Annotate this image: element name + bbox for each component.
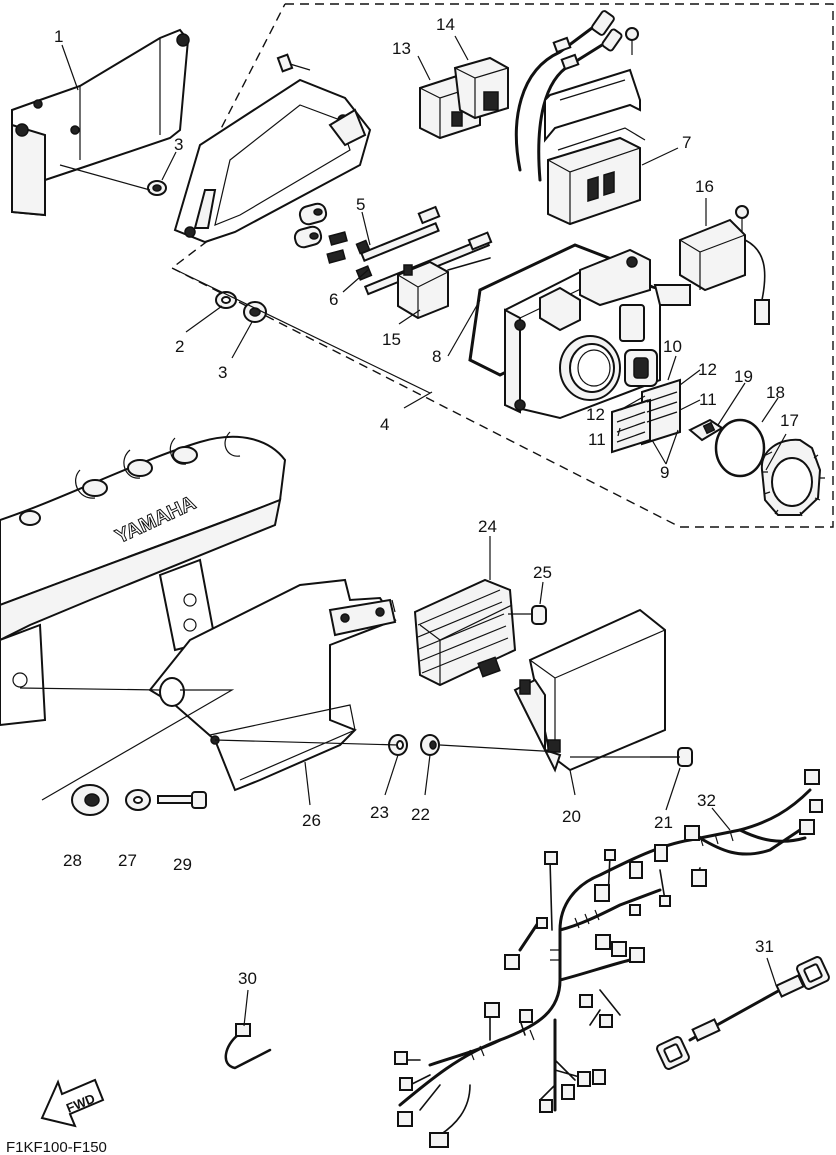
label-10: 10 — [663, 337, 682, 356]
label-7: 7 — [682, 133, 691, 152]
part-26-bracket — [148, 578, 397, 792]
label-3-lower: 3 — [218, 363, 227, 382]
part-4-base-plate — [173, 78, 372, 244]
label-27: 27 — [118, 851, 137, 870]
part-32-wire-harness — [394, 769, 823, 1148]
label-11-left: 11 — [588, 430, 606, 449]
part-29-bolt — [157, 791, 207, 809]
label-26: 26 — [302, 811, 321, 830]
part-31-cable — [656, 956, 830, 1070]
label-32: 32 — [697, 791, 716, 810]
label-28: 28 — [63, 851, 82, 870]
label-23: 23 — [370, 803, 389, 822]
label-8: 8 — [432, 347, 441, 366]
label-1: 1 — [54, 27, 63, 46]
label-21: 21 — [654, 813, 673, 832]
label-11-right: 11 — [699, 390, 717, 409]
part-1-bracket — [11, 28, 190, 217]
label-12-left: 12 — [586, 405, 605, 424]
part-27-collar — [125, 789, 151, 811]
label-29: 29 — [173, 855, 192, 874]
diagram-code: F1KF100-F150 — [6, 1139, 107, 1155]
label-2: 2 — [175, 337, 184, 356]
part-18-o-ring — [714, 418, 766, 478]
part-30-clip — [224, 1023, 272, 1070]
label-19: 19 — [734, 367, 753, 386]
part-coupler — [619, 304, 658, 387]
label-24: 24 — [478, 517, 497, 536]
part-14-relay — [453, 56, 509, 120]
part-24-rectifier — [413, 578, 517, 687]
part-28-grommet — [71, 784, 109, 816]
label-22: 22 — [411, 805, 430, 824]
label-5: 5 — [356, 195, 365, 214]
part-screw-plate — [276, 53, 311, 73]
part-clamp-frame — [544, 68, 641, 143]
part-3-nut-lower — [243, 301, 267, 323]
label-13: 13 — [392, 39, 411, 58]
label-9: 9 — [660, 463, 669, 482]
harness-top-wires — [514, 10, 623, 182]
part-grommets-plate — [293, 202, 328, 249]
label-16: 16 — [695, 177, 714, 196]
label-31: 31 — [755, 937, 774, 956]
part-bolts-small — [326, 231, 348, 264]
label-25: 25 — [533, 563, 552, 582]
label-14: 14 — [436, 15, 455, 34]
fwd-direction-arrow: FWD — [40, 1078, 105, 1128]
label-15: 15 — [382, 330, 401, 349]
part-25-bolt — [508, 605, 547, 625]
part-3-nut-upper — [147, 180, 167, 196]
label-3-upper: 3 — [174, 135, 183, 154]
label-18: 18 — [766, 383, 785, 402]
part-16-unit — [679, 205, 770, 325]
part-17-cap — [760, 438, 825, 517]
label-30: 30 — [238, 969, 257, 988]
part-socket-ring — [559, 335, 621, 401]
part-5-bolt — [355, 205, 441, 262]
label-20: 20 — [562, 807, 581, 826]
engine-cover: YAMAHA — [0, 431, 287, 727]
part-20-cdi-unit — [513, 608, 666, 773]
label-17: 17 — [780, 411, 799, 430]
label-6: 6 — [329, 290, 338, 309]
part-7-rubber-cover — [547, 127, 646, 226]
label-4: 4 — [380, 415, 389, 434]
part-number-labels: 1 2 3 3 4 5 6 7 8 9 10 11 11 12 12 13 14… — [54, 15, 799, 988]
part-15-connector — [397, 257, 491, 320]
leader-lines — [19, 35, 787, 1027]
label-12-right: 12 — [698, 360, 717, 379]
part-screw-7 — [625, 27, 639, 55]
part-22-collar — [420, 734, 440, 756]
